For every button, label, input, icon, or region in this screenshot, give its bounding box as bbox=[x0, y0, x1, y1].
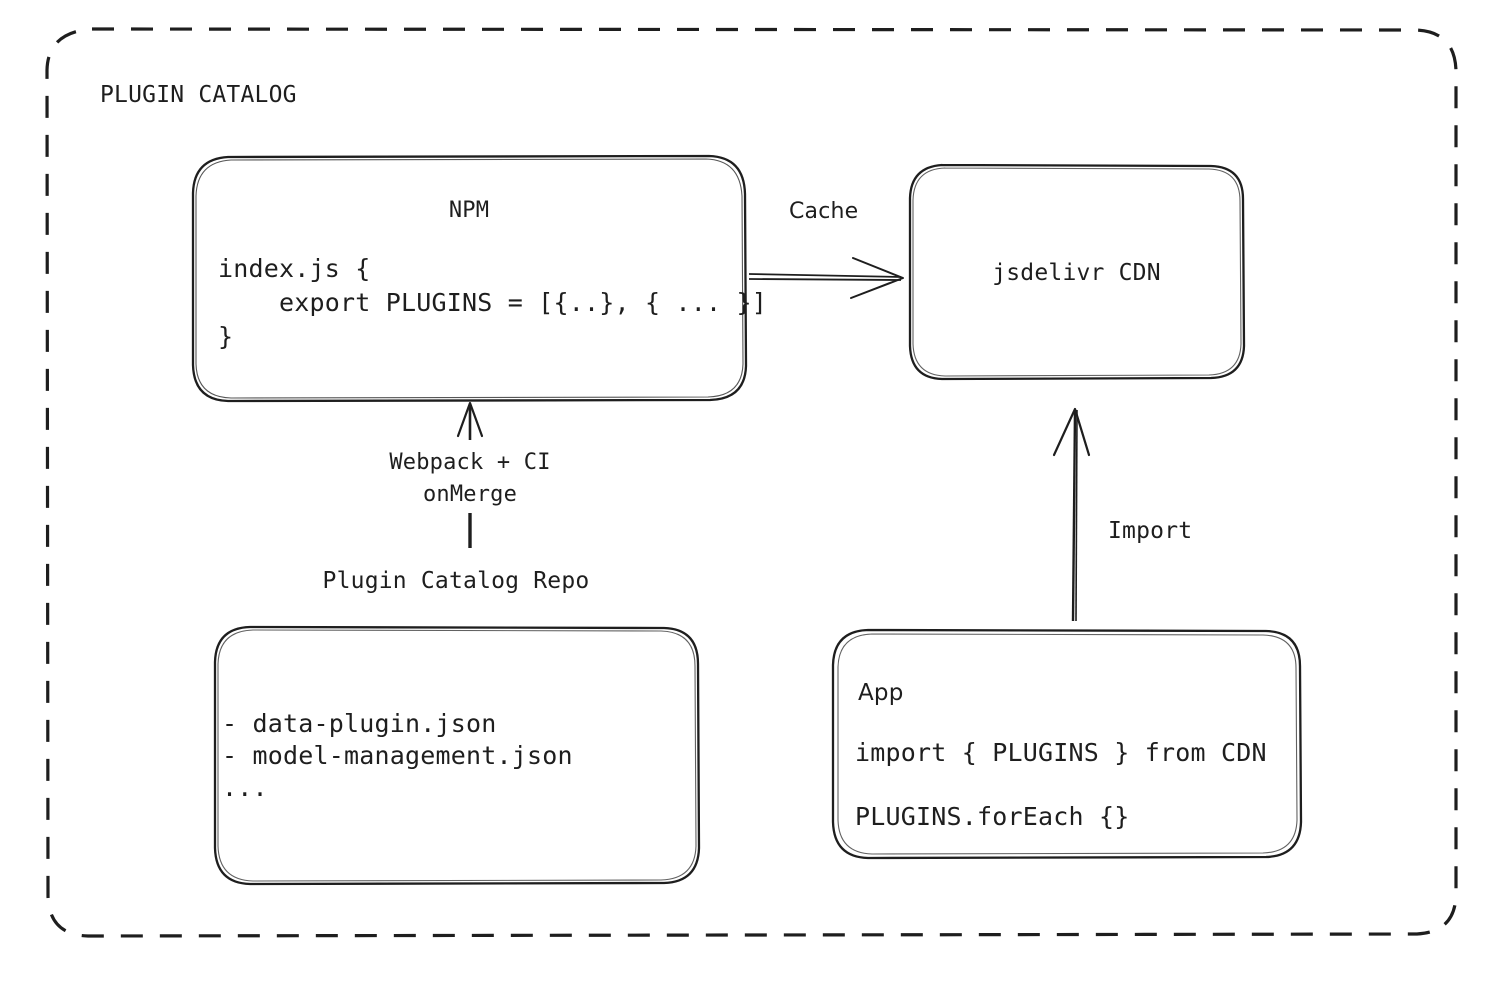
plugin-catalog-group-title: PLUGIN CATALOG bbox=[100, 82, 297, 108]
repo-node-file-list: - data-plugin.json - model-management.js… bbox=[222, 709, 573, 802]
build-edge-label: Webpack + CI onMerge bbox=[389, 450, 551, 507]
import-arrow bbox=[1052, 407, 1091, 622]
npm-node-title: NPM bbox=[448, 198, 490, 223]
npm-node-code: index.js { export PLUGINS = [{..}, { ...… bbox=[218, 254, 768, 351]
cache-arrow bbox=[748, 257, 904, 299]
import-edge-label: Import bbox=[1108, 518, 1193, 544]
app-node-title: App bbox=[858, 680, 904, 706]
repo-node-caption: Plugin Catalog Repo bbox=[322, 568, 590, 594]
cdn-node-title: jsdelivr CDN bbox=[992, 260, 1161, 286]
app-node-foreach-line: PLUGINS.forEach {} bbox=[855, 802, 1130, 831]
cache-edge-label: Cache bbox=[789, 199, 859, 224]
app-node-import-line: import { PLUGINS } from CDN bbox=[855, 738, 1267, 767]
